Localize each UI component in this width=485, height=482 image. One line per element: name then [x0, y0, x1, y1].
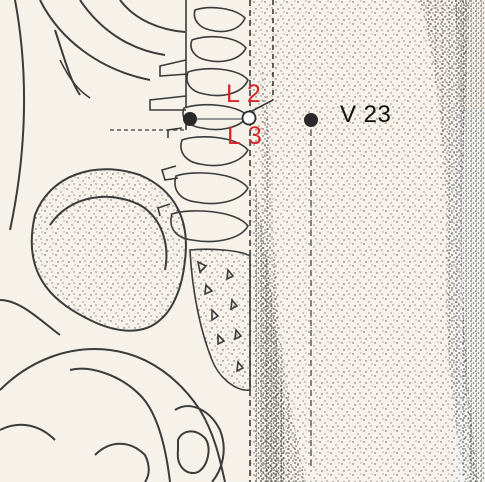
- v23-point-marker: [304, 113, 318, 127]
- left-point-marker: [183, 112, 197, 126]
- ribs: [40, 0, 185, 98]
- back-muscle: [250, 0, 485, 482]
- sacrum: [190, 249, 250, 390]
- vertebra-label-l3: L 3: [227, 124, 262, 149]
- vertebra-label-l2: L 2: [226, 82, 261, 107]
- point-label-v23: V 23: [340, 103, 391, 127]
- flank-outline: [10, 0, 24, 230]
